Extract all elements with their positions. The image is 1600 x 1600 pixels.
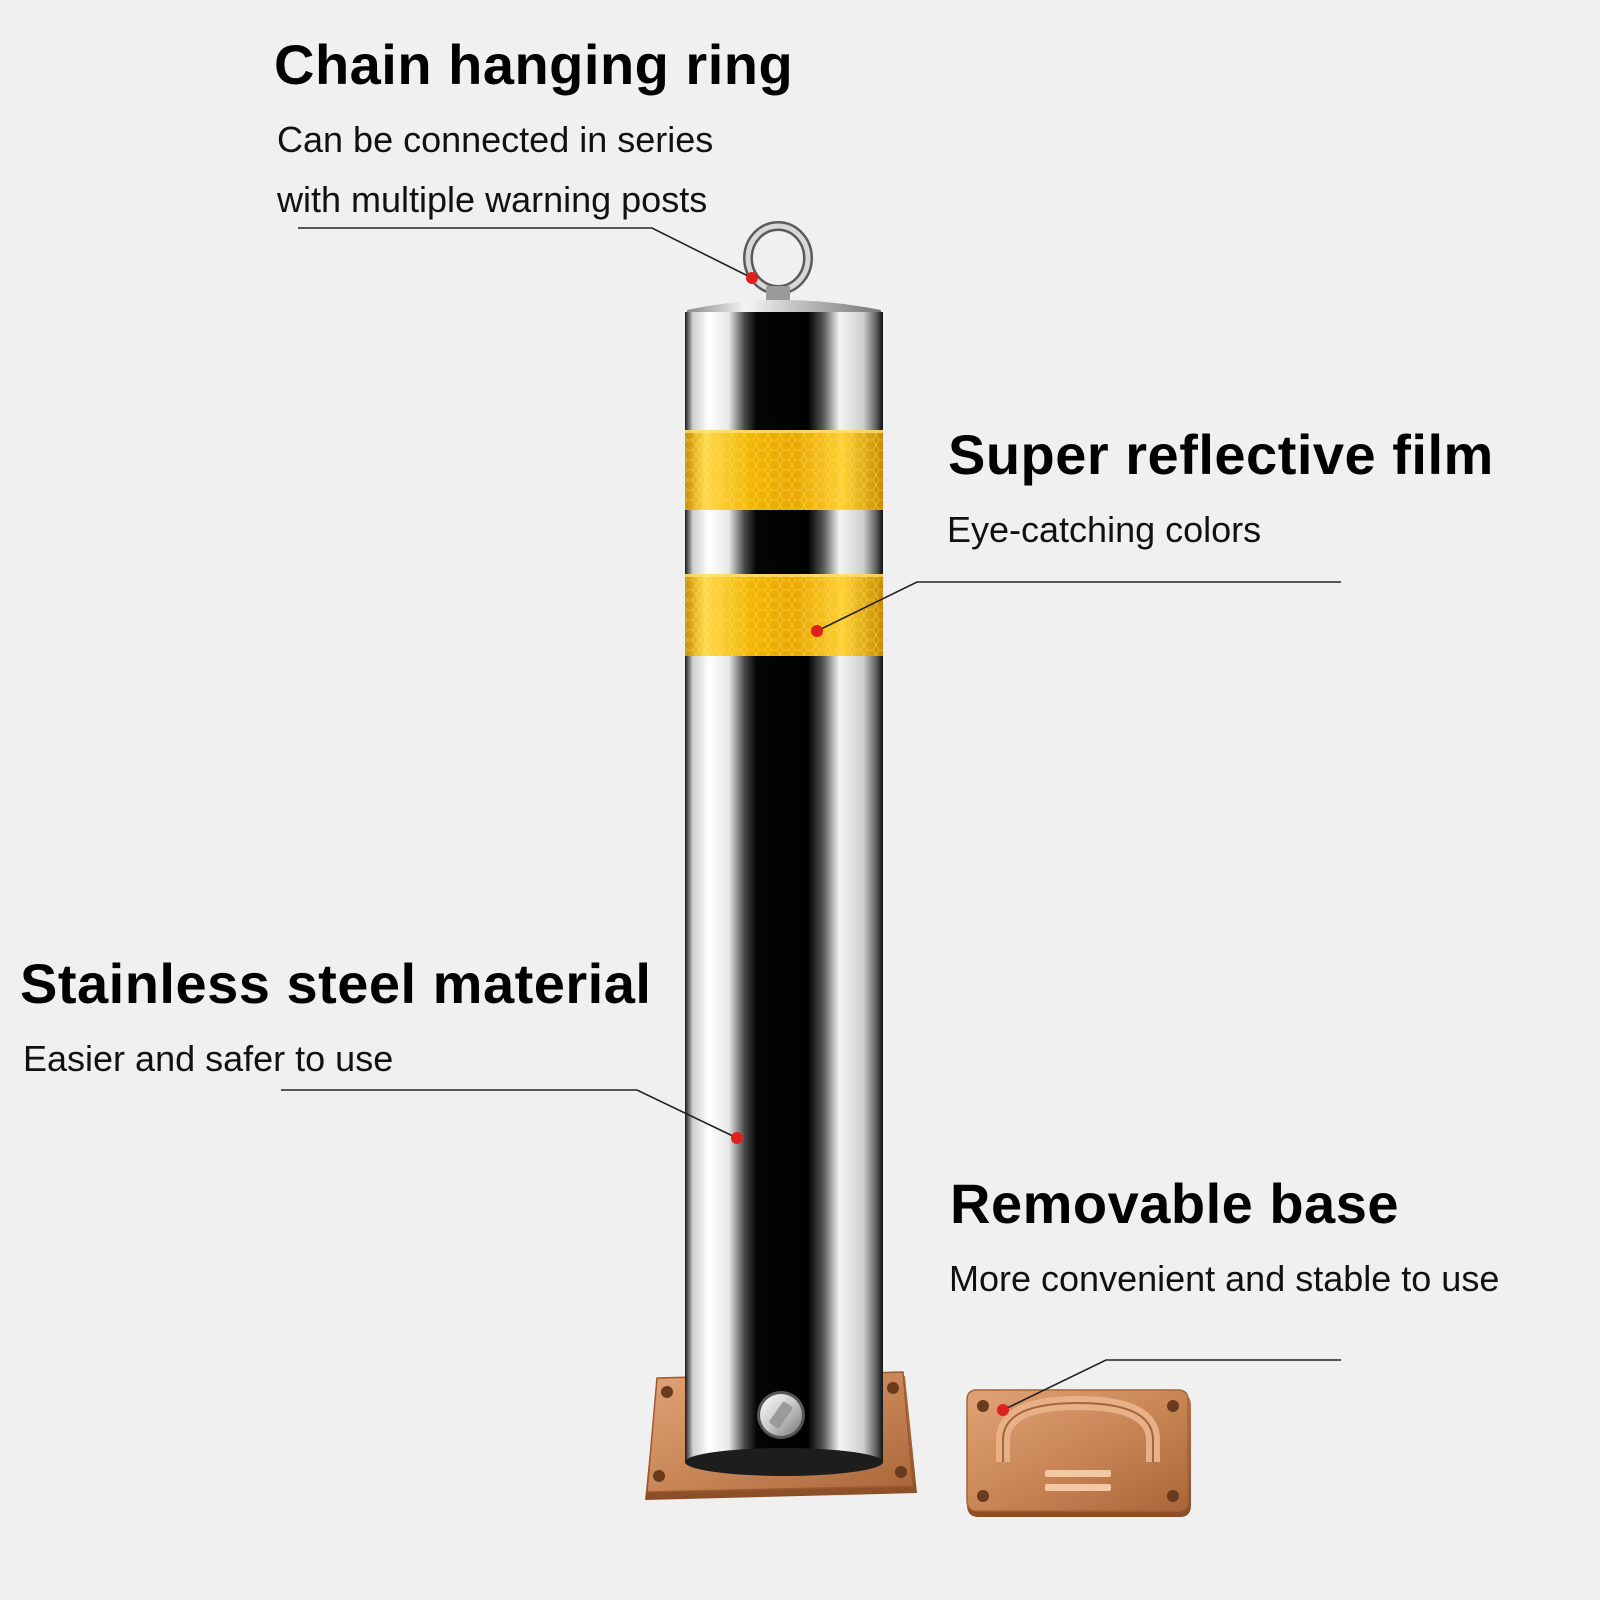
callout-desc-removable-base: More convenient and stable to use — [949, 1249, 1499, 1309]
red-dot-marker-icon — [811, 625, 823, 637]
lock-icon — [757, 1391, 805, 1439]
callout-desc-line: with multiple warning posts — [277, 179, 708, 220]
callout-desc-line: Can be connected in series — [277, 119, 714, 160]
callout-desc-line: Eye-catching colors — [947, 509, 1262, 550]
callout-title-chain-ring: Chain hanging ring — [274, 33, 794, 96]
red-dot-marker-icon — [997, 1404, 1009, 1416]
leader-line-stainless-steel — [281, 1089, 738, 1139]
leader-line-removable-base — [1002, 1359, 1341, 1411]
callout-desc-line: Easier and safer to use — [23, 1038, 394, 1079]
callout-title-reflective-film: Super reflective film — [948, 423, 1494, 486]
callout-desc-stainless-steel: Easier and safer to use — [23, 1029, 393, 1089]
reflective-band-upper — [685, 430, 883, 510]
hanging-ring-icon — [743, 221, 813, 300]
callout-desc-reflective-film: Eye-catching colors — [947, 500, 1261, 560]
callout-desc-line: More convenient and stable to use — [949, 1258, 1500, 1299]
removable-base-plate-icon — [966, 1389, 1191, 1517]
leader-line-reflective-film — [816, 581, 1341, 632]
red-dot-marker-icon — [746, 272, 758, 284]
callout-desc-chain-ring: Can be connected in series with multiple… — [277, 110, 713, 230]
callout-title-removable-base: Removable base — [950, 1172, 1399, 1235]
reflective-band-lower — [685, 574, 883, 656]
callout-title-stainless-steel: Stainless steel material — [20, 952, 652, 1015]
red-dot-marker-icon — [731, 1132, 743, 1144]
leader-line-chain-ring — [298, 227, 753, 279]
